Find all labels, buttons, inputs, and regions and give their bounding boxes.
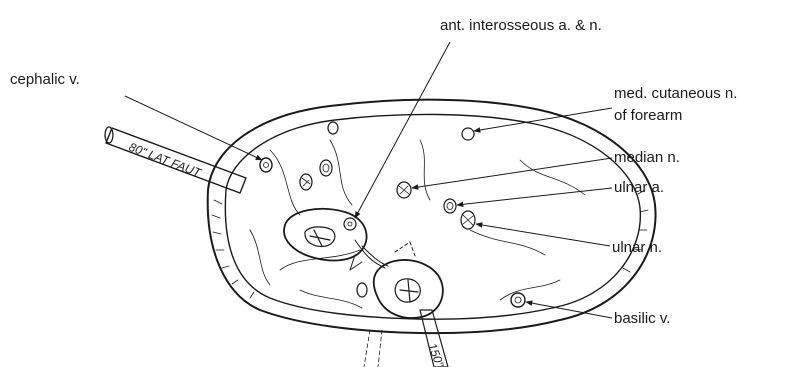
drain-tube-upper-text: 80" LAT FAUT (127, 140, 204, 181)
med-cutaneous-nerve (462, 128, 474, 140)
drain-tube-upper: 80" LAT FAUT (105, 127, 246, 193)
leader-lines (125, 42, 612, 318)
ulnar-artery (444, 199, 456, 213)
label-med-cutaneous-line1: med. cutaneous n. (614, 85, 737, 102)
ulnar-nerve (461, 211, 475, 229)
leader-median (412, 158, 612, 188)
tendon-mark (395, 242, 415, 256)
leader-ulnar-artery (457, 188, 612, 205)
label-ulnar-artery: ulnar a. (614, 179, 664, 196)
label-median: median n. (614, 149, 680, 166)
ulna-bone (374, 260, 443, 318)
vessel-dorsal-left (300, 174, 312, 190)
label-basilic: basilic v. (614, 310, 670, 327)
label-cephalic: cephalic v. (10, 71, 80, 88)
ant-interosseous-structure (344, 218, 356, 230)
deep-vessel-lower (357, 283, 367, 297)
radius-bone (284, 209, 367, 270)
label-med-cutaneous-line2: of forearm (614, 107, 682, 124)
vessel-top (328, 122, 338, 134)
drain-tube-lower-text: 150" (425, 341, 447, 367)
forearm-outer-outline (208, 100, 656, 333)
label-ulnar-nerve: ulnar n. (612, 239, 662, 256)
leader-ulnar-nerve (476, 224, 610, 246)
label-ant-interosseous: ant. interosseous a. & n. (440, 17, 602, 34)
vessel-dorsal-mid (320, 160, 332, 176)
median-nerve (397, 182, 411, 198)
basilic-vein (511, 293, 525, 307)
